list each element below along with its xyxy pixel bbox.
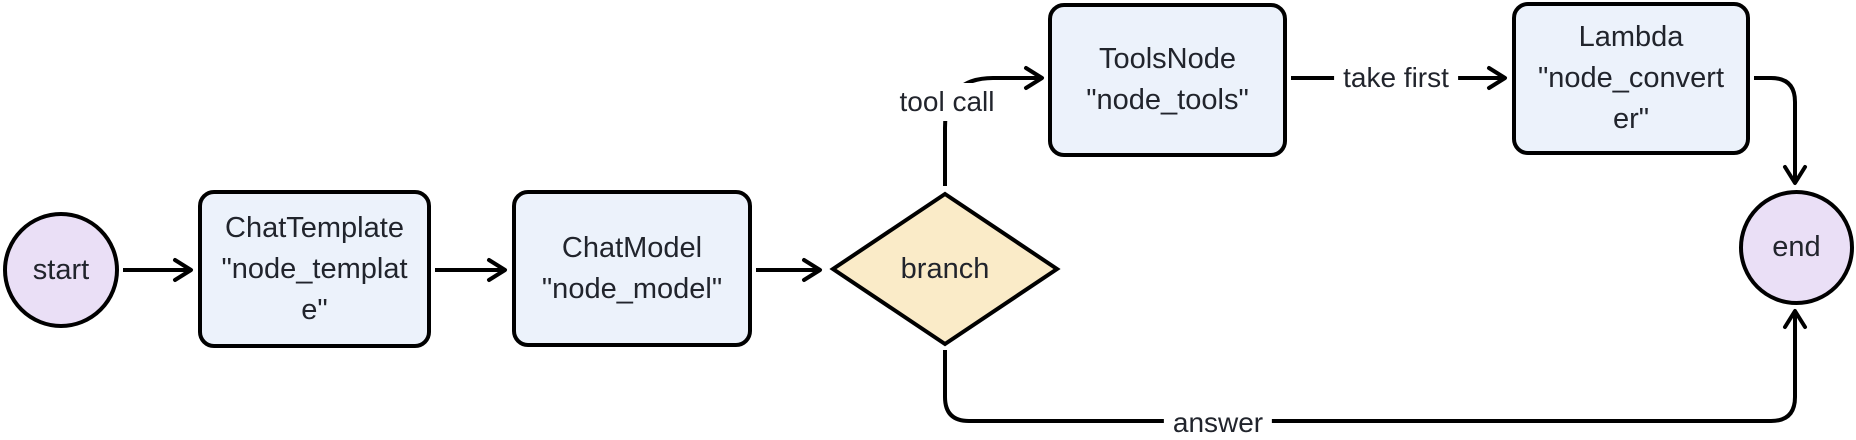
node-tools: ToolsNode "node_tools": [1048, 3, 1287, 157]
edge-label-take-first: take first: [1334, 59, 1458, 97]
node-lambda-converter-label: Lambda "node_convert er": [1537, 21, 1725, 135]
node-end: end: [1739, 190, 1854, 305]
node-start: start: [3, 212, 119, 328]
node-branch: branch: [827, 190, 1063, 348]
node-tools-label: ToolsNode "node_tools": [1086, 43, 1249, 116]
edge-branch-to-end: [943, 309, 1807, 423]
edge-label-answer: answer: [1163, 404, 1273, 440]
node-chat-model-label: ChatModel "node_model": [541, 231, 723, 305]
node-lambda-converter: Lambda "node_convert er": [1512, 2, 1750, 155]
node-chat-template-label: ChatTemplate "node_templat e": [221, 211, 408, 326]
edge-converter-to-end: [1754, 76, 1807, 185]
node-chat-model: ChatModel "node_model": [512, 190, 752, 347]
node-chat-template: ChatTemplate "node_templat e": [198, 190, 431, 348]
edge-label-tool-call: tool call: [890, 83, 1004, 121]
node-branch-label: branch: [900, 252, 990, 285]
diamond-shape: [829, 191, 1061, 347]
node-end-label: end: [1772, 231, 1821, 263]
node-start-label: start: [32, 253, 90, 286]
